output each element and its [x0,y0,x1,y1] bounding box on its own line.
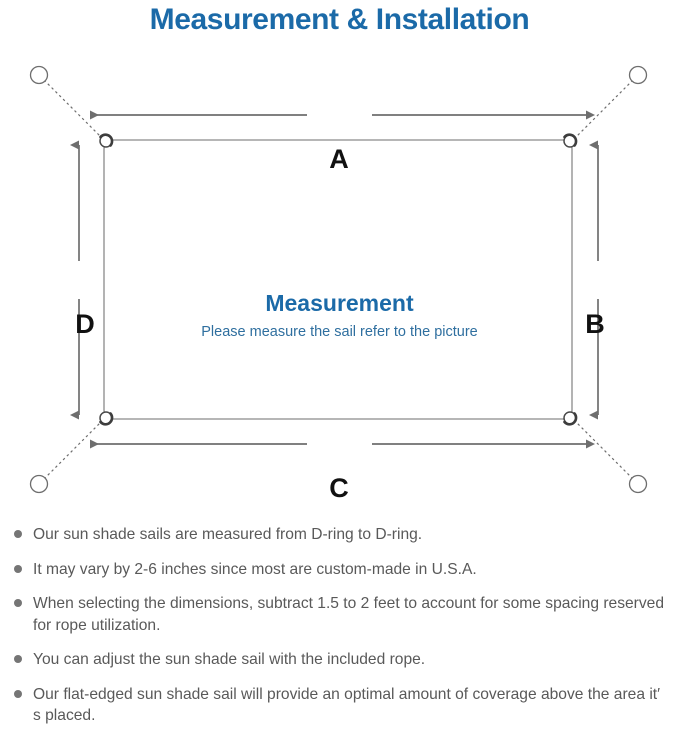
bullet-icon [14,655,22,663]
list-item: It may vary by 2-6 inches since most are… [6,559,671,581]
d-ring-arc-top-left [99,133,114,147]
anchor-point-top-left [29,65,49,85]
bullet-icon [14,530,22,538]
dimension-label-b: B [585,309,605,339]
diagram-center-heading: Measurement [265,290,414,316]
diagram-center-subheading: Please measure the sail refer to the pic… [201,324,478,340]
rope-bottom-left [43,421,102,480]
anchor-point-bottom-right [628,474,648,494]
list-item-text: You can adjust the sun shade sail with t… [33,651,426,668]
bullet-icon [14,599,22,607]
rope-top-left [43,79,102,138]
list-item-text: It may vary by 2-6 inches since most are… [33,560,477,578]
list-item: Our sun shade sails are measured from D-… [6,524,671,546]
d-ring-arc-top-right [563,133,578,147]
list-item-text: Our flat-edged sun shade sail will provi… [33,685,661,725]
sail-shape [103,139,573,420]
anchor-point-bottom-left [29,474,49,494]
list-item: When selecting the dimensions, subtract … [6,593,671,636]
d-ring-arc-bottom-right [563,412,578,426]
anchor-point-top-right [628,65,648,85]
list-item-text: Our sun shade sails are measured from D-… [33,526,423,543]
d-ring-arc-bottom-left [99,412,114,426]
dimension-label-c: C [329,473,349,503]
page-title: Measurement & Installation [149,3,530,36]
sail-measurement-diagram: Measurement Please measure the sail refe… [0,46,679,516]
dimension-label-a: A [329,144,349,174]
bullet-icon [14,689,22,698]
bullet-icon [14,564,22,573]
dimension-label-d: D [75,309,95,339]
list-item: You can adjust the sun shade sail with t… [6,649,671,671]
list-item-text: When selecting the dimensions, subtract … [33,595,665,634]
list-item: Our flat-edged sun shade sail will provi… [6,684,671,727]
notes-list: Our sun shade sails are measured from D-… [0,524,679,740]
rope-bottom-right [575,421,634,480]
rope-top-right [575,79,634,138]
